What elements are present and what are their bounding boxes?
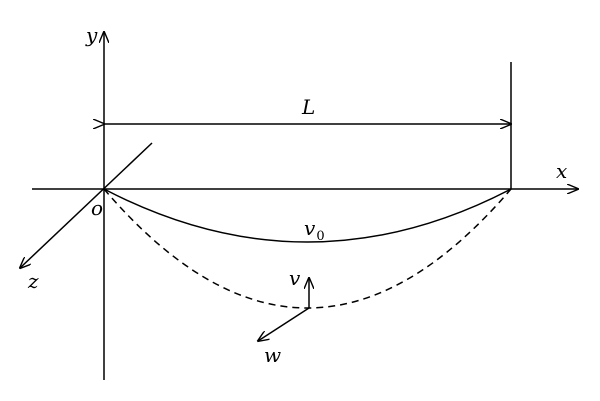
static-deflection-curve [103, 188, 512, 243]
z-axis [20, 142, 153, 268]
local-v-label: v [289, 266, 301, 290]
deflection-label: v0 [304, 216, 325, 244]
deflection-label-base: v [304, 216, 316, 240]
local-w-arrow [258, 307, 310, 341]
dynamic-deflection-curve [103, 188, 512, 309]
local-w-label: w [264, 343, 281, 367]
length-label: L [301, 95, 315, 119]
y-axis-label: y [85, 23, 98, 47]
origin-label: o [91, 196, 103, 220]
z-axis-label: z [27, 269, 39, 293]
deflection-label-sub: 0 [316, 229, 324, 244]
x-axis-label: x [556, 159, 567, 183]
